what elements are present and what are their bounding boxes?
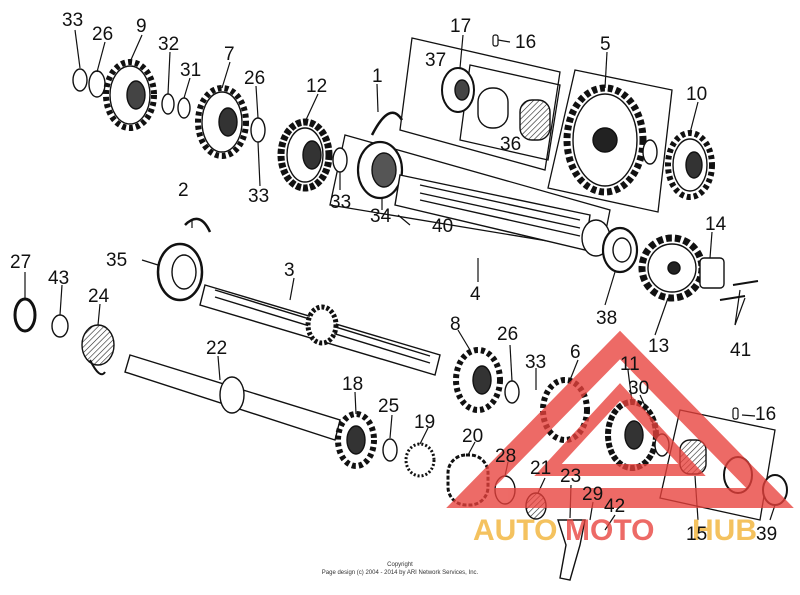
label-26: 26 — [244, 68, 265, 89]
label-11: 11 — [620, 354, 640, 375]
countershaft-4 — [394, 174, 611, 257]
label-36: 36 — [500, 134, 521, 155]
label-42: 42 — [604, 496, 625, 517]
label-37: 37 — [425, 50, 446, 71]
label-7: 7 — [224, 44, 235, 65]
label-19: 19 — [414, 412, 435, 433]
label-13: 13 — [648, 336, 669, 357]
label-34: 34 — [370, 206, 392, 227]
gear-5 — [563, 84, 647, 196]
label-26: 26 — [92, 24, 113, 45]
watermark-text-hub: HUB — [692, 514, 757, 547]
copyright-notice: Copyright Page design (c) 2004 - 2014 by… — [322, 562, 479, 576]
label-33: 33 — [62, 10, 83, 31]
label-16: 16 — [755, 404, 776, 425]
label-30: 30 — [628, 378, 649, 399]
pins-16 — [492, 34, 739, 420]
label-39: 39 — [756, 524, 777, 545]
part-labels: 33 26 9 32 31 7 26 12 33 1 17 16 37 5 10… — [10, 10, 777, 545]
label-2: 2 — [178, 180, 189, 201]
bearing-34 — [356, 140, 404, 200]
label-10: 10 — [686, 84, 707, 105]
label-6: 6 — [570, 342, 581, 363]
label-24: 24 — [88, 286, 110, 307]
label-4: 4 — [470, 284, 481, 305]
middle-section — [13, 217, 759, 376]
label-9: 9 — [136, 16, 147, 37]
label-29: 29 — [582, 484, 603, 505]
upper-gear-train — [72, 59, 715, 257]
label-20: 20 — [462, 426, 483, 447]
label-8: 8 — [450, 314, 461, 335]
label-1: 1 — [372, 66, 383, 87]
label-16: 16 — [515, 32, 536, 53]
box-bearing-36 — [459, 64, 561, 161]
mainshaft-3 — [199, 284, 441, 376]
label-25: 25 — [378, 396, 399, 417]
label-26: 26 — [497, 324, 518, 345]
watermark-text-auto: AUTO — [473, 514, 557, 547]
assembly-boxes — [329, 37, 776, 521]
gear-10 — [665, 130, 715, 200]
shift-shaft-22 — [124, 354, 341, 441]
label-15: 15 — [686, 524, 707, 545]
label-33: 33 — [330, 192, 351, 213]
label-22: 22 — [206, 338, 227, 359]
sprocket-13 — [638, 234, 706, 302]
watermark-text-moto: MOTO — [565, 514, 654, 547]
label-21: 21 — [530, 458, 551, 479]
watermark-logo: AUTO MOTO HUB — [446, 330, 794, 547]
label-14: 14 — [705, 214, 727, 235]
spring-24 — [81, 324, 115, 376]
box-gear-5 — [547, 69, 673, 213]
label-32: 32 — [158, 34, 179, 55]
label-31: 31 — [180, 60, 201, 81]
gear-9 — [103, 59, 157, 131]
copyright-line-1: Copyright — [387, 562, 413, 568]
label-28: 28 — [495, 446, 516, 467]
oil-seal-35 — [156, 242, 204, 302]
label-17: 17 — [450, 16, 471, 37]
label-27: 27 — [10, 252, 31, 273]
label-35: 35 — [106, 250, 127, 271]
label-23: 23 — [560, 466, 581, 487]
label-41: 41 — [730, 340, 751, 361]
label-43: 43 — [48, 268, 69, 289]
label-18: 18 — [342, 374, 363, 395]
label-38: 38 — [596, 308, 617, 329]
label-40: 40 — [432, 216, 453, 237]
label-33: 33 — [525, 352, 546, 373]
gear-7 — [195, 85, 249, 159]
label-3: 3 — [284, 260, 295, 281]
gear-12 — [277, 118, 333, 192]
box-needle-bearing-17 — [399, 37, 561, 171]
label-5: 5 — [600, 34, 611, 55]
label-12: 12 — [306, 76, 327, 97]
copyright-line-2: Page design (c) 2004 - 2014 by ARI Netwo… — [322, 570, 479, 576]
label-33: 33 — [248, 186, 269, 207]
